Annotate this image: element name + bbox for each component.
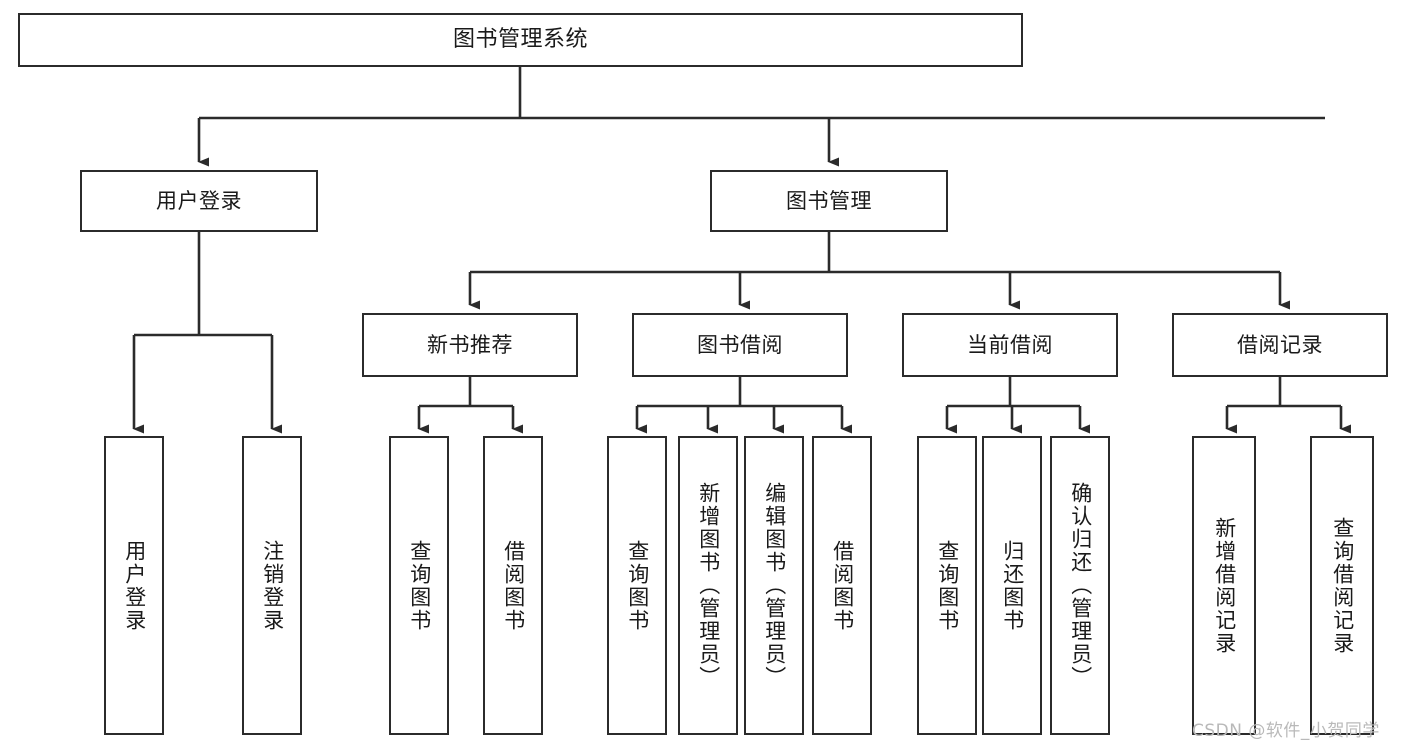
- node-root[interactable]: 图书管理系统: [18, 13, 1023, 67]
- node-leaf-add-record-label: 新增借阅记录: [1212, 516, 1237, 655]
- node-borrow-record-label: 借阅记录: [1237, 332, 1323, 357]
- node-leaf-user-login[interactable]: 用户登录: [104, 436, 164, 735]
- node-leaf-add-book[interactable]: 新增图书（管理员）: [678, 436, 738, 735]
- node-leaf-edit-book-label: 编辑图书（管理员）: [762, 482, 787, 689]
- node-leaf-return-book[interactable]: 归还图书: [982, 436, 1042, 735]
- node-leaf-confirm-return-label: 确认归还（管理员）: [1068, 482, 1093, 689]
- csdn-watermark: CSDN @软件_小贺同学: [1192, 721, 1380, 741]
- node-leaf-query-book-2-label: 查询图书: [625, 539, 650, 632]
- node-leaf-logout-login[interactable]: 注销登录: [242, 436, 302, 735]
- node-new-book-recommend[interactable]: 新书推荐: [362, 313, 578, 377]
- node-leaf-query-book-1-label: 查询图书: [407, 539, 432, 632]
- node-user-login-label: 用户登录: [156, 188, 242, 213]
- node-current-borrow[interactable]: 当前借阅: [902, 313, 1118, 377]
- node-user-login[interactable]: 用户登录: [80, 170, 318, 232]
- node-leaf-confirm-return[interactable]: 确认归还（管理员）: [1050, 436, 1110, 735]
- node-leaf-edit-book[interactable]: 编辑图书（管理员）: [744, 436, 804, 735]
- node-new-book-recommend-label: 新书推荐: [427, 332, 513, 357]
- node-leaf-query-record[interactable]: 查询借阅记录: [1310, 436, 1374, 735]
- node-borrow-record[interactable]: 借阅记录: [1172, 313, 1388, 377]
- node-leaf-borrow-book-1[interactable]: 借阅图书: [483, 436, 543, 735]
- node-leaf-query-record-label: 查询借阅记录: [1330, 516, 1355, 655]
- node-root-label: 图书管理系统: [452, 27, 588, 53]
- node-leaf-query-book-3-label: 查询图书: [935, 539, 960, 632]
- node-book-management-label: 图书管理: [786, 188, 872, 213]
- node-leaf-user-login-label: 用户登录: [122, 539, 147, 632]
- node-book-management[interactable]: 图书管理: [710, 170, 948, 232]
- node-leaf-borrow-book-2[interactable]: 借阅图书: [812, 436, 872, 735]
- node-leaf-add-record[interactable]: 新增借阅记录: [1192, 436, 1256, 735]
- node-leaf-borrow-book-2-label: 借阅图书: [830, 539, 855, 632]
- node-leaf-return-book-label: 归还图书: [1000, 539, 1025, 632]
- node-leaf-borrow-book-1-label: 借阅图书: [501, 539, 526, 632]
- node-leaf-query-book-2[interactable]: 查询图书: [607, 436, 667, 735]
- node-leaf-query-book-1[interactable]: 查询图书: [389, 436, 449, 735]
- node-leaf-add-book-label: 新增图书（管理员）: [696, 482, 721, 689]
- node-book-borrow[interactable]: 图书借阅: [632, 313, 848, 377]
- node-leaf-logout-login-label: 注销登录: [260, 539, 285, 632]
- node-current-borrow-label: 当前借阅: [967, 332, 1053, 357]
- node-leaf-query-book-3[interactable]: 查询图书: [917, 436, 977, 735]
- node-book-borrow-label: 图书借阅: [697, 332, 783, 357]
